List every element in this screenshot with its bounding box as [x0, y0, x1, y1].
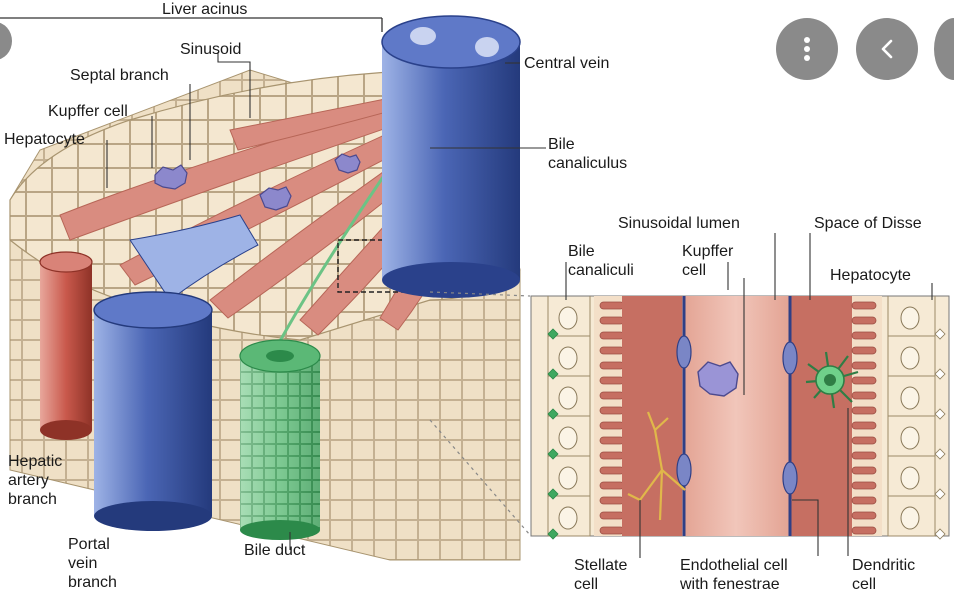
microvillus — [852, 422, 876, 429]
microvillus — [600, 497, 624, 504]
microvillus — [600, 347, 624, 354]
hepatocyte-nucleus — [559, 507, 577, 529]
microvillus — [852, 407, 876, 414]
hepatocyte-nucleus — [901, 347, 919, 369]
microvillus — [600, 512, 624, 519]
microvillus — [852, 482, 876, 489]
microvillus — [852, 362, 876, 369]
microvillus — [852, 332, 876, 339]
microvillus — [600, 317, 624, 324]
microvillus — [600, 377, 624, 384]
label-bile-duct: Bile duct — [244, 541, 305, 560]
microvillus — [600, 302, 624, 309]
microvillus — [852, 347, 876, 354]
hepatocyte-nucleus — [559, 467, 577, 489]
microvillus — [600, 437, 624, 444]
label-liver-acinus: Liver acinus — [162, 0, 247, 19]
more-vertical-icon — [802, 36, 812, 62]
microvillus — [600, 422, 624, 429]
label-space-of-disse: Space of Disse — [814, 214, 922, 233]
microvillus — [852, 377, 876, 384]
central-vein — [382, 16, 520, 298]
chevron-left-icon — [879, 38, 895, 60]
microvillus — [600, 482, 624, 489]
microvillus — [852, 452, 876, 459]
microvillus — [600, 527, 624, 534]
microvillus — [600, 467, 624, 474]
microvillus — [600, 362, 624, 369]
more-options-button[interactable] — [776, 18, 838, 80]
microvillus — [600, 452, 624, 459]
label-sinusoid: Sinusoid — [180, 40, 241, 59]
hepatocyte-nucleus — [901, 307, 919, 329]
hepatocyte-nucleus — [559, 387, 577, 409]
hepatocyte-nucleus — [559, 307, 577, 329]
bile-duct — [240, 340, 320, 540]
microvillus — [852, 467, 876, 474]
hepatocyte-nucleus — [559, 347, 577, 369]
label-kupffer-cell: Kupffer cell — [48, 102, 128, 121]
microvillus — [852, 437, 876, 444]
microvillus — [600, 392, 624, 399]
hepatocyte-nucleus — [901, 507, 919, 529]
microvillus — [852, 527, 876, 534]
hepatocyte-nucleus — [559, 427, 577, 449]
microvillus — [852, 317, 876, 324]
inset-detail — [531, 296, 949, 539]
hepatocyte-nucleus — [901, 387, 919, 409]
hepatocyte-nucleus — [901, 427, 919, 449]
hepatic-artery — [40, 252, 92, 440]
microvillus — [852, 512, 876, 519]
label-hepatocyte-inset: Hepatocyte — [830, 266, 911, 285]
label-central-vein: Central vein — [524, 54, 609, 73]
microvillus — [852, 497, 876, 504]
microvillus — [852, 302, 876, 309]
label-sinusoidal-lumen: Sinusoidal lumen — [618, 214, 740, 233]
label-hepatocyte: Hepatocyte — [4, 130, 85, 149]
microvillus — [852, 392, 876, 399]
hepatocyte-nucleus — [901, 467, 919, 489]
back-button[interactable] — [856, 18, 918, 80]
liver-acinus-bracket — [0, 18, 382, 32]
microvillus — [600, 407, 624, 414]
microvillus — [600, 332, 624, 339]
label-septal-branch: Septal branch — [70, 66, 169, 85]
